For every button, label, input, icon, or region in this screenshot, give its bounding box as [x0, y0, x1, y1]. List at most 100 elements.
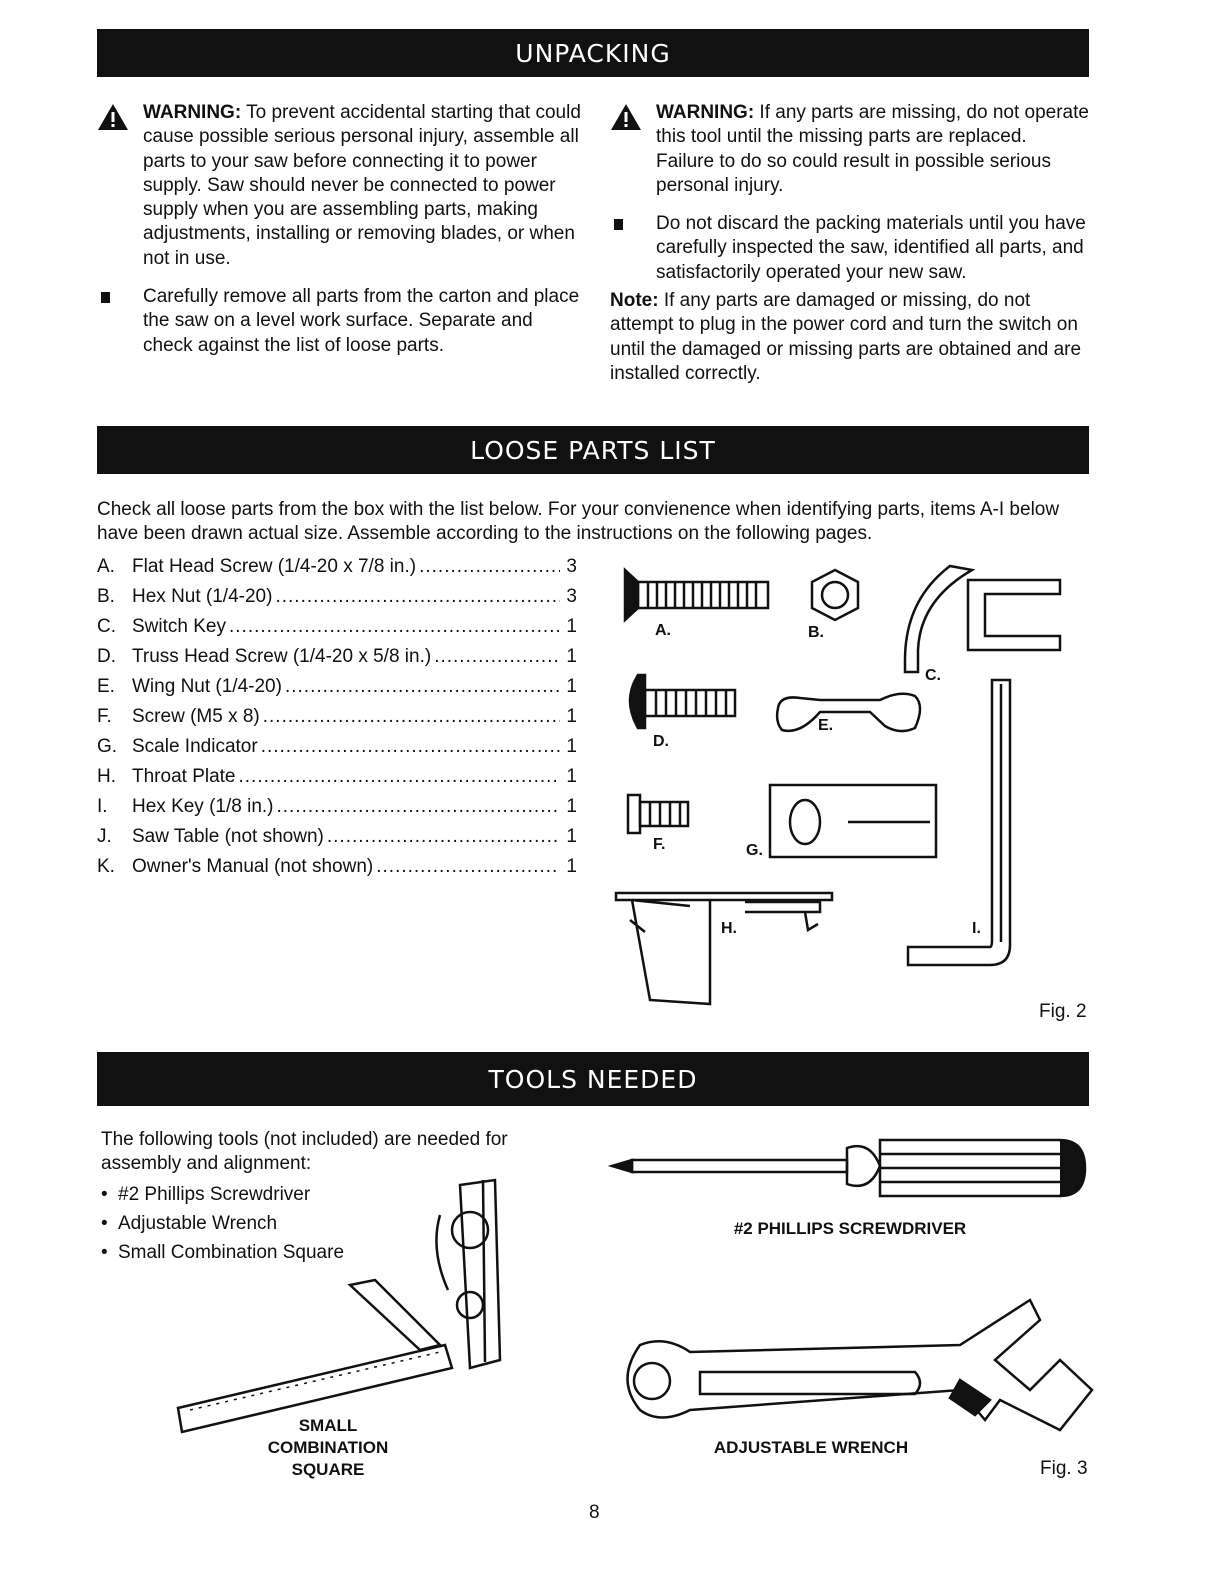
warning-text: If any parts are missing, do not operate… — [656, 102, 1089, 196]
part-letter: H. — [97, 766, 116, 787]
caption-square-line-1: SMALL — [298, 1416, 358, 1435]
list-item: A.Flat Head Screw (1/4-20 x 7/8 in.)3 — [97, 556, 577, 586]
list-item: C.Switch Key1 — [97, 616, 577, 646]
part-name: Throat Plate — [132, 766, 236, 787]
part-qty: 1 — [566, 646, 577, 667]
part-letter: I. — [97, 796, 108, 817]
list-item: F. Screw (M5 x 8) 1 — [97, 706, 577, 736]
part-letter: F. — [97, 706, 112, 727]
part-qty: 1 — [566, 736, 577, 757]
caption-screwdriver: #2 PHILLIPS SCREWDRIVER — [733, 1219, 967, 1238]
unpacking-left-column: WARNING: To prevent accidental starting … — [97, 101, 587, 358]
unpacking-header: UNPACKING — [97, 29, 1089, 77]
part-qty: 1 — [566, 796, 577, 817]
warning-label: WARNING: — [656, 102, 755, 123]
note-text: If any parts are damaged or missing, do … — [610, 290, 1082, 384]
warning-block-2: WARNING: If any parts are missing, do no… — [610, 101, 1090, 198]
note-block: Note: If any parts are damaged or missin… — [610, 289, 1090, 386]
part-letter: D. — [97, 646, 116, 667]
scale-indicator-icon — [768, 783, 938, 859]
part-letter: E. — [97, 676, 115, 697]
list-item: Adjustable Wrench — [101, 1209, 541, 1238]
phillips-screwdriver-icon — [607, 1138, 1087, 1198]
truss-head-screw-icon — [628, 673, 737, 730]
warning-text: To prevent accidental starting that coul… — [143, 102, 581, 269]
list-item: E. Wing Nut (1/4-20) 1 — [97, 676, 577, 706]
part-letter: C. — [97, 616, 116, 637]
part-label-c: C. — [925, 667, 941, 684]
warning-triangle-icon — [98, 104, 128, 130]
part-label-f: F. — [653, 836, 666, 853]
part-label-a: A. — [655, 622, 671, 639]
list-item: I. Hex Key (1/8 in.) 1 — [97, 796, 577, 826]
flat-head-screw-icon — [623, 567, 770, 623]
part-name: Truss Head Screw (1/4-20 x 5/8 in.) — [132, 646, 432, 667]
part-name: Wing Nut (1/4-20) — [132, 676, 282, 697]
part-name: Hex Key (1/8 in.) — [132, 796, 274, 817]
part-qty: 3 — [566, 556, 577, 577]
part-qty: 1 — [566, 706, 577, 727]
list-item: H. Throat Plate 1 — [97, 766, 577, 796]
unpack-bullet-text: Do not discard the packing materials unt… — [656, 213, 1086, 283]
part-qty: 1 — [566, 676, 577, 697]
loose-parts-header: LOOSE PARTS LIST — [97, 426, 1089, 474]
part-label-e: E. — [818, 717, 834, 734]
part-name: Owner's Manual (not shown) — [132, 856, 374, 877]
caption-square-line-2: COMBINATION — [267, 1438, 389, 1457]
part-label-d: D. — [653, 733, 669, 750]
tools-intro: The following tools (not included) are n… — [101, 1129, 508, 1174]
warning-block-1: WARNING: To prevent accidental starting … — [97, 101, 587, 271]
warning-label: WARNING: — [143, 102, 242, 123]
list-item: K. Owner's Manual (not shown) 1 — [97, 856, 577, 886]
loose-parts-intro: Check all loose parts from the box with … — [97, 499, 1060, 544]
part-label-i: I. — [972, 920, 981, 937]
part-qty: 1 — [566, 856, 577, 877]
unpack-bullet-text: Carefully remove all parts from the cart… — [143, 286, 580, 356]
part-qty: 1 — [566, 766, 577, 787]
throat-plate-icon — [614, 891, 834, 1006]
adjustable-wrench-icon — [626, 1298, 1094, 1432]
screw-m5-icon — [626, 793, 690, 835]
caption-wrench: ADJUSTABLE WRENCH — [713, 1438, 909, 1457]
combination-square-icon — [176, 1178, 502, 1434]
part-name: Flat Head Screw (1/4-20 x 7/8 in.) — [132, 556, 417, 577]
list-item: #2 Phillips Screwdriver — [101, 1180, 541, 1209]
note-label: Note: — [610, 290, 659, 312]
unpack-bullet-2: Do not discard the packing materials unt… — [610, 212, 1090, 285]
unpacking-header-title: UNPACKING — [515, 38, 671, 68]
parts-list: A.Flat Head Screw (1/4-20 x 7/8 in.)3 B.… — [97, 556, 577, 886]
part-name: Saw Table (not shown) — [132, 826, 324, 847]
part-label-h: H. — [721, 920, 737, 937]
page-number: 8 — [589, 1502, 600, 1523]
part-letter: B. — [97, 586, 115, 607]
figure-3-label: Fig. 3 — [1040, 1458, 1088, 1479]
part-label-b: B. — [808, 624, 824, 641]
loose-parts-header-title: LOOSE PARTS LIST — [470, 435, 716, 465]
tools-needed-header: TOOLS NEEDED — [97, 1052, 1089, 1106]
unpack-bullet-1: Carefully remove all parts from the cart… — [97, 285, 587, 358]
tools-needed-header-title: TOOLS NEEDED — [488, 1064, 698, 1094]
part-letter: K. — [97, 856, 115, 877]
list-item: D. Truss Head Screw (1/4-20 x 5/8 in.) 1 — [97, 646, 577, 676]
list-item: G.Scale Indicator1 — [97, 736, 577, 766]
figure-2-label: Fig. 2 — [1039, 1001, 1087, 1022]
caption-square-line-3: SQUARE — [291, 1460, 365, 1479]
part-qty: 1 — [566, 616, 577, 637]
switch-key-icon — [903, 564, 1062, 674]
tools-list-block: The following tools (not included) are n… — [101, 1128, 541, 1267]
part-name: Screw (M5 x 8) — [132, 706, 260, 727]
list-item: Small Combination Square — [101, 1238, 541, 1267]
warning-triangle-icon — [611, 104, 641, 130]
hex-key-icon — [906, 678, 1012, 967]
tools-list: #2 Phillips Screwdriver Adjustable Wrenc… — [101, 1180, 541, 1267]
part-letter: J. — [97, 826, 112, 847]
part-qty: 3 — [566, 586, 577, 607]
unpacking-right-column: WARNING: If any parts are missing, do no… — [610, 101, 1090, 386]
part-name: Scale Indicator — [132, 736, 258, 757]
part-qty: 1 — [566, 826, 577, 847]
list-item: B.Hex Nut (1/4-20)3 — [97, 586, 577, 616]
square-bullet-icon — [101, 292, 110, 304]
list-item: J. Saw Table (not shown) 1 — [97, 826, 577, 856]
